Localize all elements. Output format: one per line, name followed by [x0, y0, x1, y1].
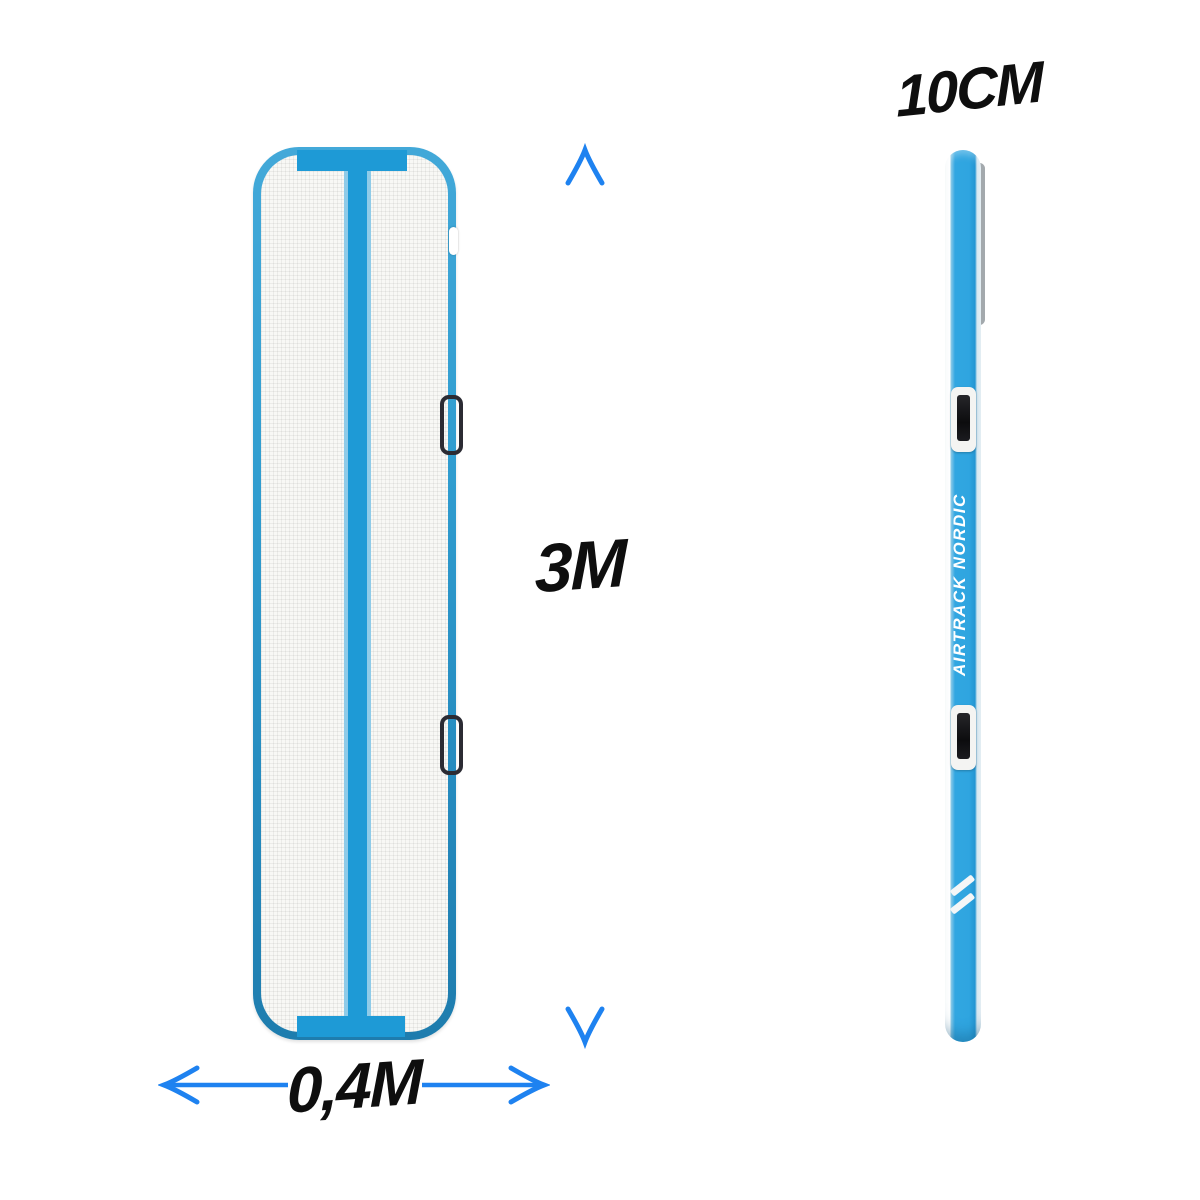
mat-handle-upper [440, 395, 463, 455]
airtrack-side-view: AIRTRACK NORDIC [945, 150, 981, 1042]
width-label: 0,4M [287, 1045, 421, 1127]
mat-top-end-bar [297, 150, 407, 171]
double-slash-icon [945, 874, 981, 920]
side-handle-lower-slot [957, 713, 970, 759]
width-arrow-icon [158, 1065, 550, 1105]
mat-handle-lower [440, 715, 463, 775]
length-arrow-icon [565, 143, 605, 1049]
side-handle-upper [951, 387, 976, 452]
thickness-label: 10CM [894, 49, 1044, 130]
side-handle-upper-slot [957, 395, 970, 441]
mat-center-stripe [344, 163, 371, 1024]
airtrack-top-view [253, 147, 463, 1040]
mat-bottom-end-bar [297, 1016, 405, 1037]
brand-text: AIRTRACK NORDIC [950, 493, 969, 677]
length-label: 3M [534, 524, 626, 608]
side-handle-lower [951, 705, 976, 770]
mat-valve [449, 227, 458, 255]
